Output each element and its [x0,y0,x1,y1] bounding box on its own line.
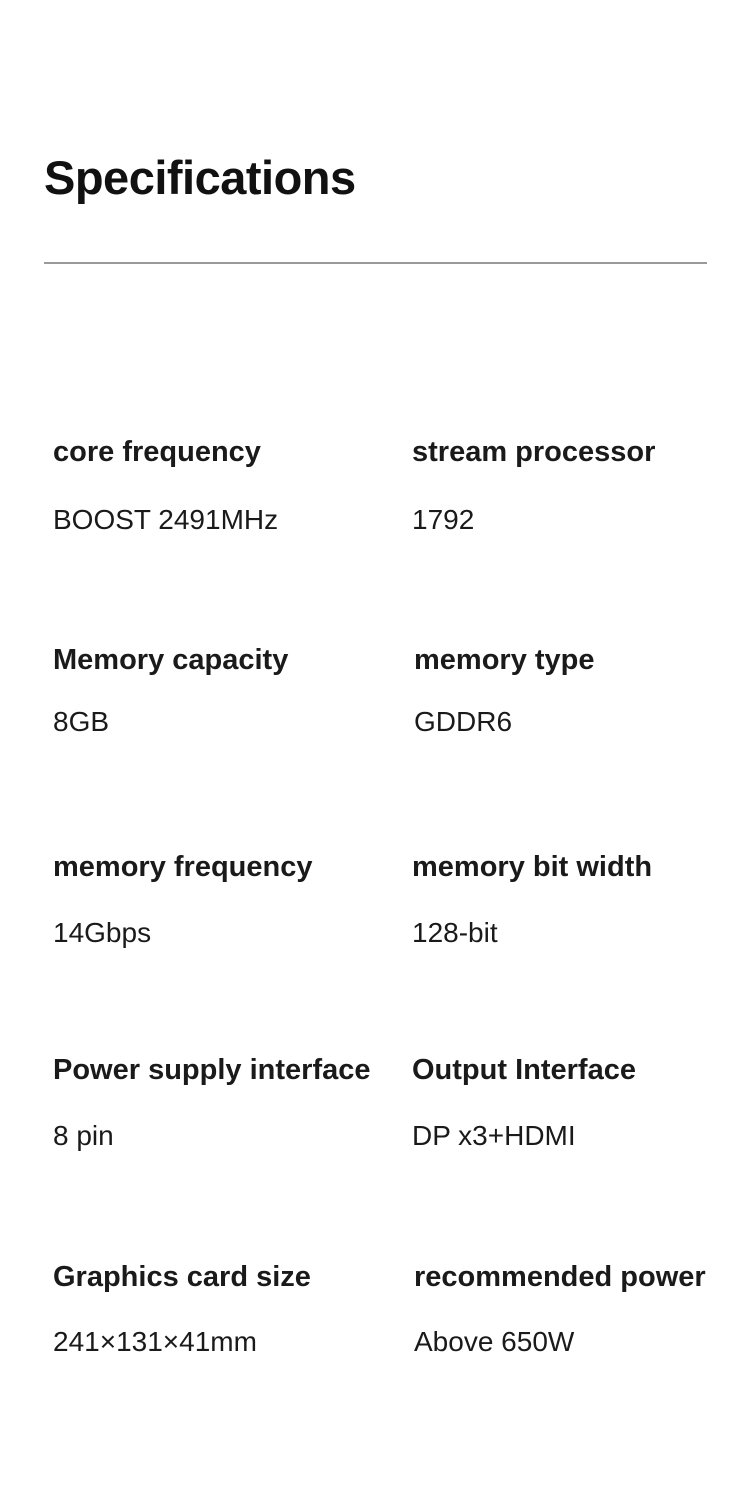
title-divider [44,262,707,264]
spec-memory-capacity: Memory capacity 8GB [53,642,383,740]
spec-graphics-card-size: Graphics card size 241×131×41mm [53,1259,383,1360]
spec-recommended-power: recommended power Above 650W [414,1259,744,1360]
spec-stream-processor: stream processor 1792 [412,434,742,538]
spec-label: Memory capacity [53,644,289,676]
spec-value: BOOST 2491MHz [53,504,279,535]
spec-value: 8 pin [53,1120,114,1151]
spec-label: core frequency [53,436,261,468]
spec-memory-type: memory type GDDR6 [414,642,744,740]
spec-value: DP x3+HDMI [412,1120,576,1151]
spec-label: Power supply interface [53,1054,371,1086]
spec-value: Above 650W [414,1326,575,1357]
spec-value: 241×131×41mm [53,1326,257,1357]
spec-label: memory bit width [412,851,653,883]
page-title: Specifications [44,151,356,204]
spec-memory-frequency: memory frequency 14Gbps [53,849,383,951]
spec-label: Output Interface [412,1054,636,1086]
spec-value: GDDR6 [414,706,513,737]
spec-value: 1792 [412,504,475,535]
spec-label: recommended power [414,1261,706,1293]
spec-label: memory frequency [53,851,313,883]
spec-label: stream processor [412,436,656,468]
spec-output-interface: Output Interface DP x3+HDMI [412,1052,742,1154]
spec-label: memory type [414,644,595,676]
spec-label: Graphics card size [53,1261,311,1293]
spec-value: 128-bit [412,917,498,948]
spec-value: 14Gbps [53,917,152,948]
spec-value: 8GB [53,706,110,737]
spec-core-frequency: core frequency BOOST 2491MHz [53,434,383,538]
spec-power-supply-interface: Power supply interface 8 pin [53,1052,383,1154]
spec-memory-bit-width: memory bit width 128-bit [412,849,742,951]
